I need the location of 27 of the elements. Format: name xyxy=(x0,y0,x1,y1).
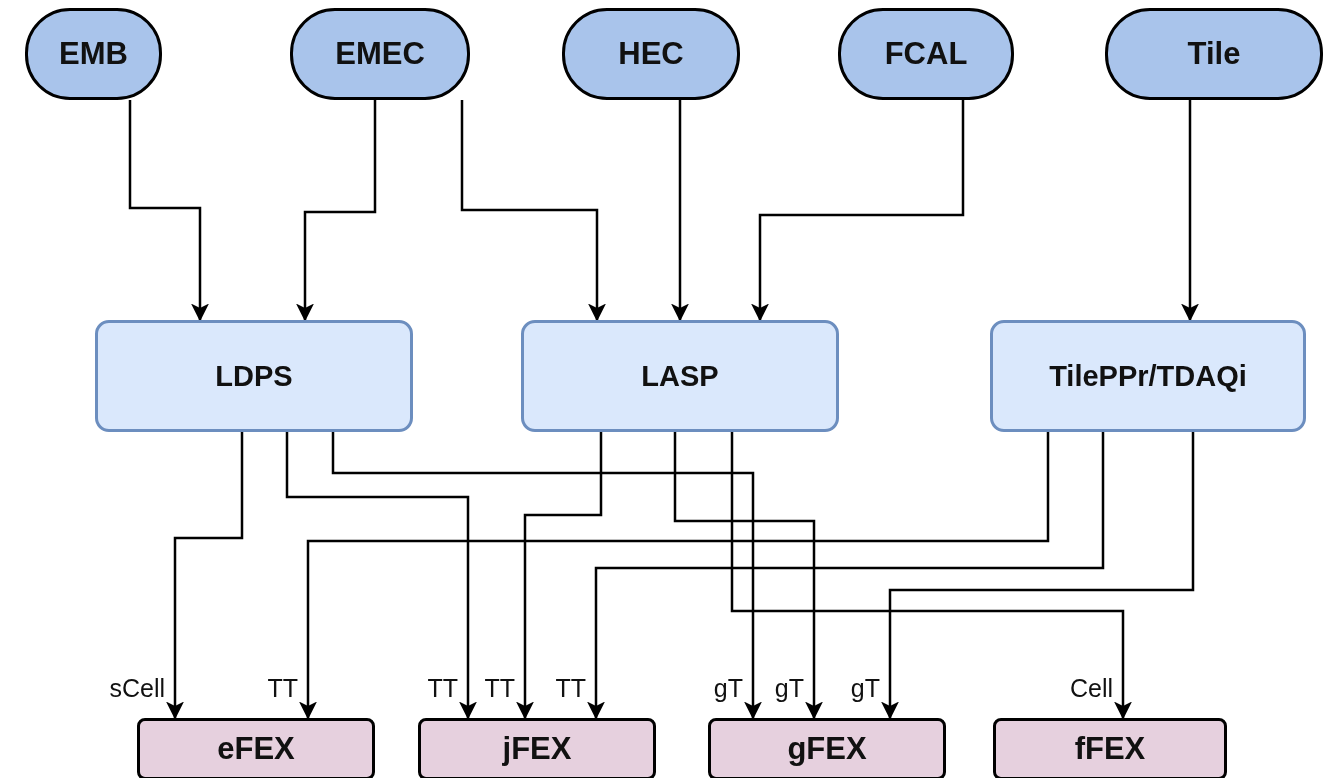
arrow xyxy=(331,432,762,720)
process-box: jFEX xyxy=(418,718,656,778)
arrow xyxy=(460,100,606,322)
pill-node: FCAL xyxy=(838,8,1014,100)
arrow xyxy=(671,100,689,322)
arrow xyxy=(296,100,377,322)
arrow xyxy=(751,100,965,322)
process-box: fFEX xyxy=(993,718,1227,778)
pill-node: Tile xyxy=(1105,8,1323,100)
arrow xyxy=(516,432,603,720)
arrow xyxy=(285,432,477,720)
process-box: gFEX xyxy=(708,718,946,778)
process-box: LASP xyxy=(521,320,839,432)
pill-node: HEC xyxy=(562,8,740,100)
pill-node: EMEC xyxy=(290,8,470,100)
process-box: TilePPr/TDAQi xyxy=(990,320,1306,432)
arrow xyxy=(299,432,1050,720)
arrow xyxy=(730,432,1132,720)
process-box: LDPS xyxy=(95,320,413,432)
arrow xyxy=(881,432,1195,720)
process-box: eFEX xyxy=(137,718,375,778)
arrow xyxy=(1181,100,1199,322)
pill-node: EMB xyxy=(25,8,162,100)
arrow xyxy=(587,432,1105,720)
arrow xyxy=(673,432,823,720)
arrow xyxy=(128,100,209,322)
arrow xyxy=(166,432,244,720)
